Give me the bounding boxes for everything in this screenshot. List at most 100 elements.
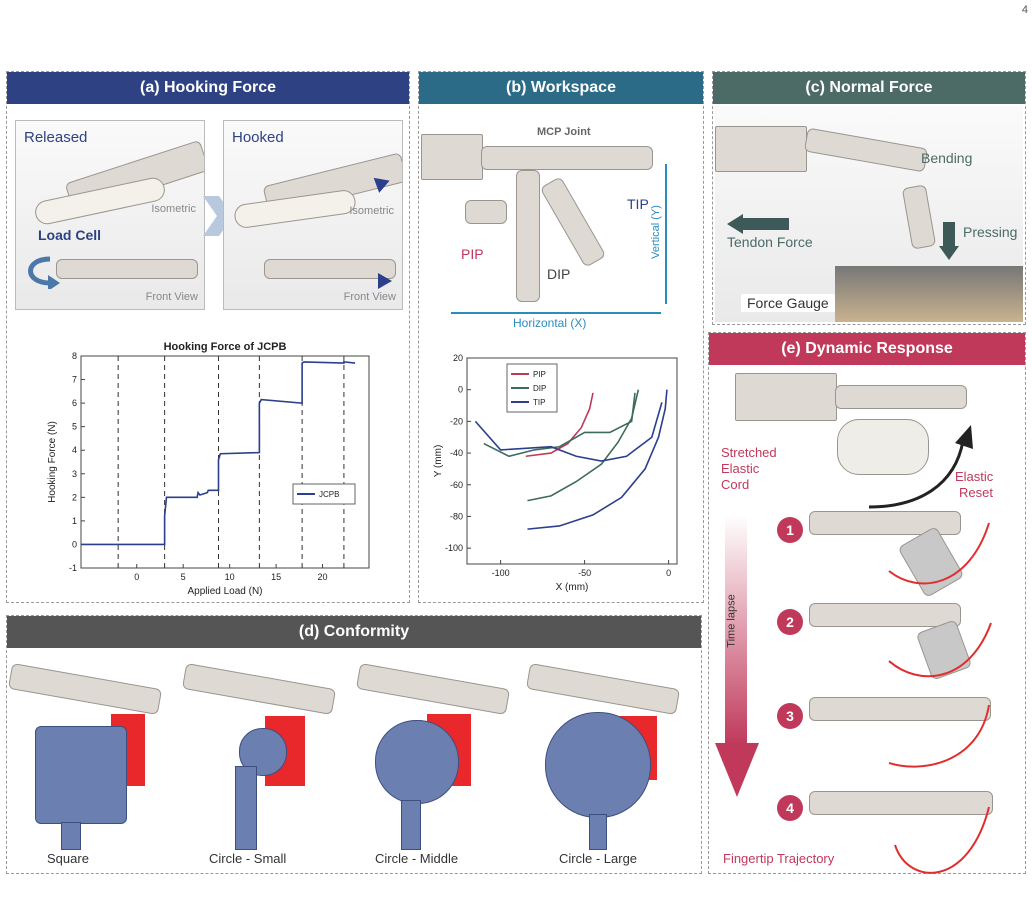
vertical-arrow — [665, 164, 667, 304]
y-tick-label: 3 — [72, 469, 77, 479]
front-view-label-2: Front View — [343, 291, 396, 303]
curl-finger-image — [465, 200, 507, 224]
step-3-trajectory — [888, 704, 990, 768]
series-line-tip-outer — [527, 389, 668, 530]
x-tick-label: 0 — [666, 568, 671, 578]
circle-small-stem — [235, 766, 257, 850]
tip-label: TIP — [627, 196, 649, 212]
vertical-label: Vertical (Y) — [649, 205, 662, 259]
mcp-joint-label: MCP Joint — [537, 126, 591, 138]
pull-arrow-icon-2 — [378, 273, 392, 289]
series-line-jcpb — [81, 360, 356, 546]
force-gauge-label: Force Gauge — [741, 294, 835, 312]
series-line-tip — [474, 402, 663, 462]
circle-large-label: Circle - Large — [559, 851, 638, 866]
panel-a-header: (a) Hooking Force — [7, 72, 409, 104]
y-tick-label: 7 — [72, 375, 77, 385]
rotate-arrow-icon — [28, 256, 60, 289]
y-tick-label: -40 — [450, 448, 463, 458]
pressing-arrow-shaft — [943, 222, 955, 246]
step-1-trajectory — [888, 522, 990, 585]
step-1-finger — [809, 511, 961, 535]
cl-finger — [525, 663, 681, 715]
y-tick-label: 1 — [72, 516, 77, 526]
page-number: 4 — [1021, 4, 1028, 16]
y-tick-label: -1 — [69, 563, 77, 573]
y-tick-label: 0 — [458, 385, 463, 395]
nf-tip-image — [901, 184, 937, 250]
horizontal-arrow — [451, 312, 661, 314]
step-4-badge: 4 — [777, 795, 803, 821]
circle-large-object — [545, 712, 651, 818]
legend-label: PIP — [533, 370, 546, 379]
panel-normal-force: (c) Normal Force Bending Tendon Force Pr… — [712, 71, 1026, 325]
released-photo: Released Isometric Load Cell Front View — [15, 120, 205, 310]
x-tick-label: 0 — [134, 572, 139, 582]
step-4-finger — [809, 791, 993, 815]
step-2-trajectory — [888, 622, 992, 678]
y-tick-label: 5 — [72, 422, 77, 432]
nf-finger-image — [803, 127, 929, 173]
x-tick-label: 10 — [225, 572, 235, 582]
time-lapse-label: Time lapse — [725, 594, 738, 648]
time-lapse-arrow-shaft — [725, 515, 747, 745]
y-tick-label: 20 — [453, 353, 463, 363]
circle-small-label: Circle - Small — [209, 851, 287, 866]
pip-label: PIP — [461, 246, 484, 262]
square-object — [35, 726, 127, 824]
panel-conformity: (d) Conformity Square Circle - Small Cir… — [6, 615, 702, 874]
y-tick-label: 4 — [72, 445, 77, 455]
square-label: Square — [47, 851, 89, 866]
step-4-trajectory — [894, 806, 990, 874]
x-tick-label: -50 — [578, 568, 591, 578]
stretched-label-3: Cord — [721, 477, 750, 492]
x-tick-label: 20 — [318, 572, 328, 582]
released-label: Released — [24, 129, 88, 146]
step-3-badge: 3 — [777, 703, 803, 729]
legend-label: DIP — [533, 384, 546, 393]
legend-box — [292, 483, 356, 505]
chart-title: Hooking Force of JCPB — [164, 341, 287, 353]
dip-finger-image — [539, 176, 607, 268]
x-tick-label: -100 — [492, 568, 510, 578]
hooked-label: Hooked — [232, 129, 284, 146]
legend-label: JCPB — [319, 490, 339, 499]
de-finger-image — [835, 385, 967, 409]
y-tick-label: 0 — [72, 539, 77, 549]
step-3-finger — [809, 697, 991, 721]
front-finger-image — [56, 259, 198, 279]
de-palm-image — [735, 373, 837, 421]
step-1-badge: 1 — [777, 517, 803, 543]
legend-label: TIP — [533, 398, 545, 407]
horizontal-label: Horizontal (X) — [513, 316, 587, 330]
y-tick-label: -80 — [450, 511, 463, 521]
series-line-dip-outer — [527, 389, 640, 502]
elastic-reset-label-2: Reset — [959, 485, 993, 500]
panel-dynamic-response: (e) Dynamic Response Stretched Elastic C… — [708, 332, 1026, 874]
dip-label: DIP — [547, 266, 571, 282]
square-stem — [61, 822, 81, 850]
step-2-finger — [809, 603, 961, 627]
normal-force-photo: Bending Tendon Force Pressing Force Gaug… — [715, 106, 1023, 322]
panel-b-header: (b) Workspace — [419, 72, 703, 104]
hooked-front-finger — [264, 259, 396, 279]
de-curled-finger — [837, 419, 929, 475]
panel-e-header: (e) Dynamic Response — [709, 333, 1025, 365]
circle-middle-object — [375, 720, 459, 804]
step-2-badge: 2 — [777, 609, 803, 635]
x-axis-label: X (mm) — [556, 582, 589, 593]
isometric-label: Isometric — [151, 203, 196, 215]
y-axis-label: Y (mm) — [433, 445, 444, 478]
panel-c-header: (c) Normal Force — [713, 72, 1025, 104]
y-axis-label: Hooking Force (N) — [47, 421, 58, 503]
pressing-label: Pressing — [963, 224, 1018, 240]
circle-large-stem — [589, 814, 607, 850]
cs-finger — [181, 663, 337, 715]
reset-arrow-icon — [868, 425, 973, 509]
panel-workspace: (b) Workspace MCP Joint TIP PIP DIP Vert… — [418, 71, 704, 603]
front-view-label: Front View — [145, 291, 198, 303]
x-axis-label: Applied Load (N) — [187, 586, 262, 596]
tendon-force-label: Tendon Force — [727, 234, 813, 250]
x-tick-label: 15 — [271, 572, 281, 582]
